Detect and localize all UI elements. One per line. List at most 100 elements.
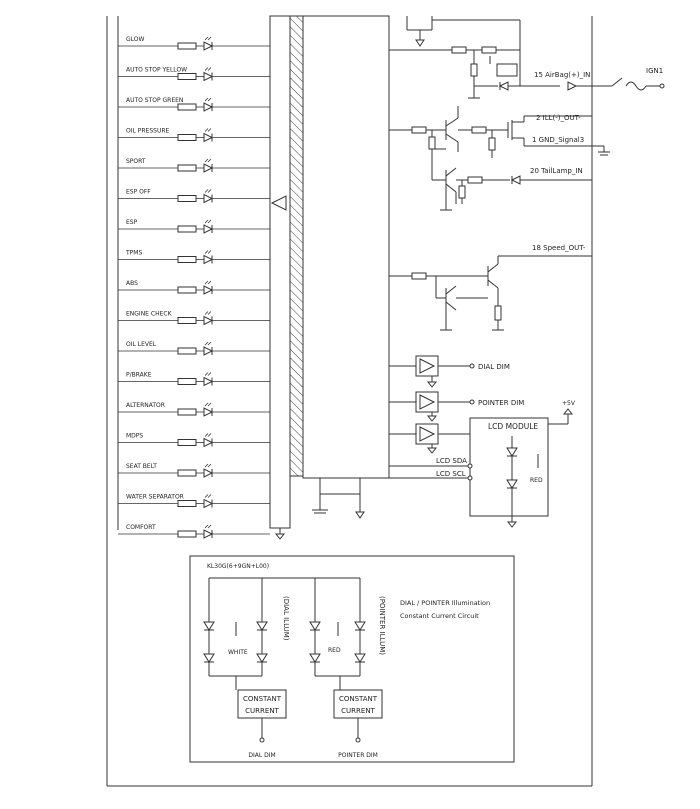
indicator-label: P/BRAKE (126, 372, 152, 379)
led-icon (256, 653, 268, 663)
led-icon (354, 621, 366, 631)
lcd-module-label: LCD MODULE (488, 422, 538, 431)
pointer-dim-bottom-label: POINTER DIM (338, 752, 378, 759)
taillamp-in-label: 20 TailLamp_IN (530, 167, 583, 175)
led-icon (309, 621, 321, 631)
resistor (177, 164, 197, 172)
indicator-row: GLOW (118, 36, 270, 51)
led-icon (203, 346, 214, 356)
cc-left-line1: CONSTANT (243, 695, 282, 703)
resistor (177, 317, 197, 324)
resistor (177, 530, 197, 538)
indicator-row: ALTERNATOR (118, 402, 270, 417)
resistor (458, 185, 466, 199)
resistor (177, 469, 197, 477)
illum-led-strings (203, 578, 366, 676)
indicator-label: AUTO STOP GREEN (126, 97, 183, 104)
indicator-row: SPORT (118, 158, 270, 173)
indicator-row: OIL LEVEL (118, 341, 270, 356)
white-label: WHITE (228, 649, 248, 656)
indicator-row: AUTO STOP GREEN (118, 97, 270, 112)
illumination-box (189, 555, 515, 763)
ign-label: IGN1 (646, 67, 663, 75)
resistor (177, 42, 197, 50)
buffer-triangle-icon (270, 195, 287, 211)
cc-right-line1: CONSTANT (339, 695, 378, 703)
led-icon (203, 653, 215, 663)
resistor (177, 439, 197, 446)
resistor (177, 103, 197, 111)
resistor (177, 286, 197, 294)
indicator-label: SEAT BELT (126, 463, 157, 470)
resistor (471, 126, 487, 134)
indicator-row: AUTO STOP YELLOW (118, 67, 270, 82)
led-icon (203, 41, 214, 51)
caption-line2: Constant Current Circuit (400, 612, 479, 620)
led-icon (203, 376, 214, 387)
led-icon (203, 468, 214, 478)
indicator-row: MDPS (118, 433, 270, 448)
caption-line1: DIAL / POINTER Illumination (400, 599, 490, 607)
diode-icon (498, 81, 509, 91)
led-icon (354, 653, 366, 663)
led-icon (506, 479, 518, 489)
indicator-label: AUTO STOP YELLOW (126, 67, 187, 74)
indicator-label: ESP (126, 219, 138, 226)
led-icon (309, 653, 321, 663)
led-icon (203, 621, 215, 631)
resistor (177, 408, 197, 416)
indicator-row: ABS (118, 280, 270, 295)
resistor (411, 272, 427, 280)
lcd-scl-label: LCD SCL (436, 470, 466, 478)
ground-icon (355, 511, 365, 519)
ill-out-label: 2 ILL(-)_OUT- (536, 114, 581, 122)
plus5v-label: +5V (562, 400, 576, 407)
diode-icon (567, 81, 578, 91)
indicator-label: ENGINE CHECK (126, 311, 173, 318)
optocoupler (496, 63, 518, 77)
led-string (354, 578, 366, 676)
indicator-row: TPMS (118, 250, 270, 265)
led-icon (203, 163, 214, 173)
lcd-sda-label: LCD SDA (436, 457, 467, 465)
led-icon (203, 193, 214, 204)
indicator-label: OIL LEVEL (126, 341, 157, 348)
pointer-dim-buffer (389, 391, 475, 422)
lcd-red-label: RED (530, 477, 543, 484)
cc-left-line2: CURRENT (245, 707, 279, 715)
resistor (177, 134, 197, 141)
led-icon (203, 285, 214, 295)
red-label: RED (328, 647, 341, 654)
indicator-label: MDPS (126, 433, 143, 440)
indicator-label: OIL PRESSURE (126, 128, 169, 135)
led-string (203, 578, 215, 676)
resistor (177, 500, 197, 507)
indicator-row: OIL PRESSURE (118, 128, 270, 143)
indicator-row: P/BRAKE (118, 372, 270, 387)
dial-illum-label: (DIAL ILLUM) (282, 596, 290, 641)
resistor (177, 256, 197, 263)
speed-out-label: 18 Speed_OUT- (532, 244, 586, 252)
resistor (411, 126, 427, 134)
indicator-row: ESP (118, 219, 270, 234)
indicator-label: WATER SEPARATOR (126, 494, 184, 501)
indicator-rows: GLOW AUTO STOP YELLOW AUTO STOP GREEN OIL P… (118, 36, 270, 539)
indicator-label: COMFORT (126, 524, 156, 531)
pointer-dim-label: POINTER DIM (478, 399, 524, 407)
resistor (177, 73, 197, 80)
indicator-row: ENGINE CHECK (118, 311, 270, 326)
resistor (177, 378, 197, 385)
mcu-block (302, 15, 390, 479)
led-icon (203, 71, 214, 82)
resistor (494, 305, 502, 321)
diode-icon (510, 175, 521, 185)
connector-block (269, 15, 291, 529)
resistor (177, 195, 197, 202)
constant-current-right (333, 689, 383, 719)
indicator-label: GLOW (126, 36, 145, 43)
airbag-in-label: 15 AirBag(+)_IN (534, 71, 590, 79)
led-icon (506, 447, 518, 457)
led-string (256, 578, 268, 676)
indicator-row: WATER SEPARATOR (118, 494, 270, 509)
